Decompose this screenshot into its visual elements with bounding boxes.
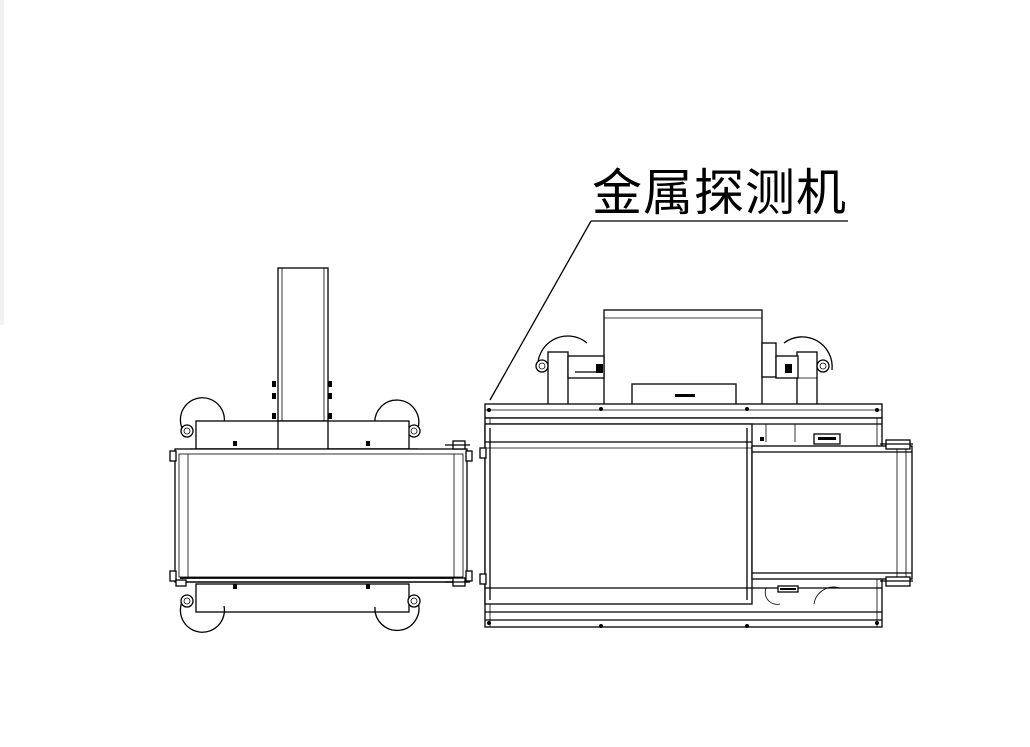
- end-view-top-wheels: [179, 397, 421, 438]
- end-view-lower-rail: [195, 583, 410, 613]
- side-view-cover-panel: [479, 423, 753, 605]
- callout-leader-line: [489, 220, 592, 401]
- side-view-outfeed-conveyor: [751, 424, 913, 605]
- left-edge-strip: [0, 0, 4, 325]
- end-view: [169, 267, 473, 633]
- side-view-top-rail: [484, 403, 883, 419]
- side-view-rollers: [535, 335, 833, 408]
- callout-label: 金属探测机: [592, 164, 847, 222]
- end-view-conveyor-body: [169, 448, 473, 583]
- end-view-bolts: [175, 440, 470, 587]
- end-view-bottom-wheels: [179, 594, 421, 633]
- detector-head: [603, 309, 763, 422]
- metal-detector-callout: 金属探测机: [489, 164, 848, 401]
- side-view: [479, 309, 913, 628]
